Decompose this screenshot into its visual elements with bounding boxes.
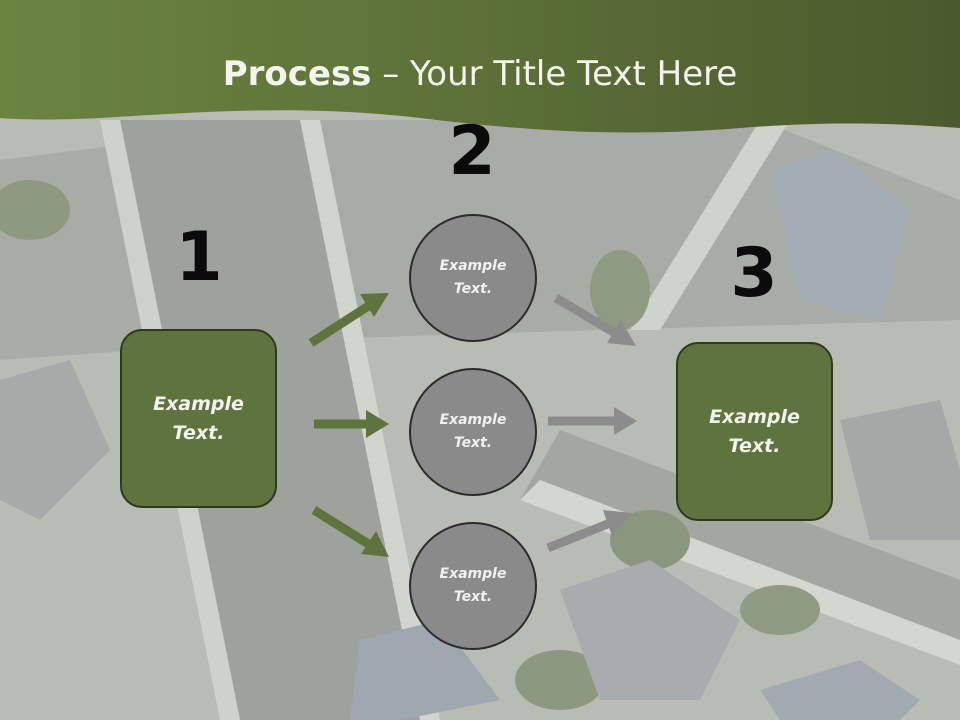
arrow-bottom-to-right [546, 510, 632, 553]
title-rest: – Your Title Text Here [371, 54, 738, 94]
left-box-label: Example Text. [153, 392, 244, 444]
right-process-box: Example Text. [676, 342, 833, 521]
bottom-circle: Example Text. [409, 522, 537, 650]
top-circle: Example Text. [409, 214, 537, 342]
arrow-left-to-top [308, 293, 389, 347]
arrow-top-to-right [553, 294, 636, 346]
arrow-middle-to-right [548, 407, 637, 435]
step-number-1: 1 [175, 218, 223, 297]
step-number-3: 3 [730, 234, 778, 313]
arrow-left-to-middle [314, 410, 389, 438]
left-process-box: Example Text. [120, 329, 277, 508]
middle-circle-label: Example Text. [439, 412, 507, 451]
slide-title: Process – Your Title Text Here [0, 52, 960, 96]
bottom-circle-label: Example Text. [439, 566, 507, 605]
middle-circle: Example Text. [409, 368, 537, 496]
top-circle-label: Example Text. [439, 258, 507, 297]
arrow-left-to-bottom [311, 506, 389, 557]
step-number-2: 2 [448, 112, 496, 191]
title-bold: Process [222, 54, 372, 94]
right-box-label: Example Text. [709, 405, 800, 457]
